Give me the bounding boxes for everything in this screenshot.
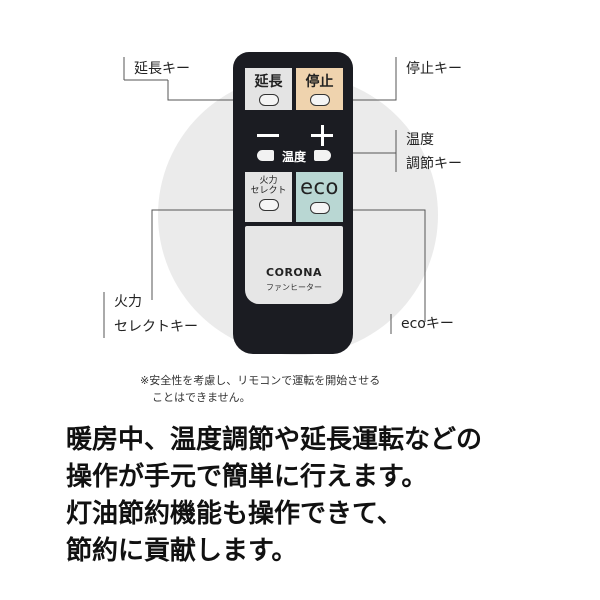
button-oval-icon: [309, 94, 330, 106]
temperature-control: 温度: [245, 114, 343, 168]
stop-button-label: 停止: [305, 74, 334, 90]
temp-up-button[interactable]: [314, 150, 331, 161]
fire-select-label-line1: 火力: [259, 176, 278, 186]
brand-logo: CORONA: [266, 266, 322, 279]
temp-key-label-line2: 調節キー: [406, 156, 462, 172]
headline-line4: 節約に貢献します。: [66, 536, 298, 566]
headline-line2: 操作が手元で簡単に行えます。: [66, 462, 428, 492]
button-oval-icon: [309, 202, 330, 214]
headline-line3: 灯油節約機能も操作できて、: [66, 499, 403, 529]
safety-note-line1: ※安全性を考慮し、リモコンで運転を開始させる: [140, 374, 381, 387]
extend-button-label: 延長: [254, 74, 283, 90]
eco-button[interactable]: eco: [296, 172, 343, 222]
temp-key-label-line1: 温度: [406, 132, 434, 148]
safety-note: ※安全性を考慮し、リモコンで運転を開始させる ことはできません。: [140, 372, 380, 406]
button-oval-icon: [258, 94, 279, 106]
safety-note-line2: ことはできません。: [152, 391, 251, 404]
extend-key-label: 延長キー: [134, 61, 190, 77]
temp-label: 温度: [281, 150, 306, 164]
headline-line1: 暖房中、温度調節や延長運転などの: [66, 425, 483, 455]
headline-text: 暖房中、温度調節や延長運転などの 操作が手元で簡単に行えます。 灯油節約機能も操…: [66, 422, 586, 570]
fire-key-label-line1: 火力: [114, 294, 142, 310]
minus-icon: [257, 134, 279, 137]
button-oval-icon: [258, 199, 279, 211]
eco-key-label: ecoキー: [401, 316, 454, 332]
product-name: ファンヒーター: [266, 283, 322, 292]
plus-icon-vertical: [320, 125, 324, 146]
fire-select-button-label: 火力 セレクト: [250, 176, 286, 196]
temp-down-button[interactable]: [257, 150, 274, 161]
extend-button[interactable]: 延長: [245, 68, 292, 110]
fire-key-label-line2: セレクトキー: [114, 319, 198, 335]
fire-select-label-line2: セレクト: [250, 186, 287, 196]
eco-button-label: eco: [300, 175, 339, 199]
remote-lower-panel: CORONA ファンヒーター: [245, 226, 343, 304]
fire-select-button[interactable]: 火力 セレクト: [245, 172, 292, 222]
stop-key-label: 停止キー: [406, 61, 462, 77]
stop-button[interactable]: 停止: [296, 68, 343, 110]
